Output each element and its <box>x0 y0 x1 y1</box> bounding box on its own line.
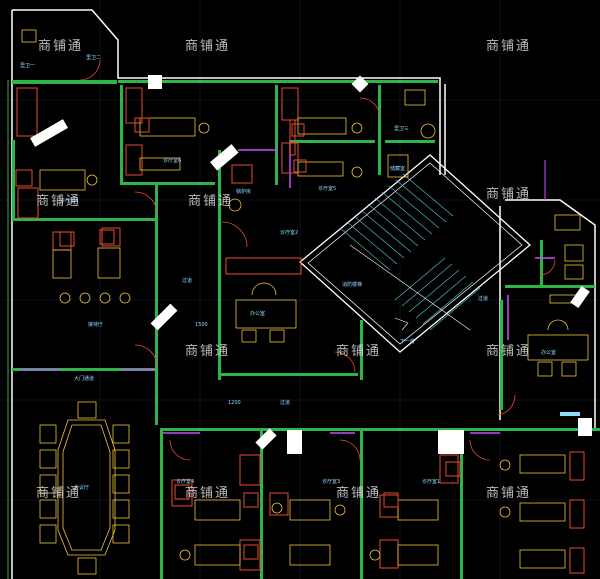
label-boiler: 锅炉房 <box>236 188 251 195</box>
label-treatment-5: 诊疗室5 <box>318 185 336 192</box>
label-treatment-4: 诊疗室4 <box>176 478 194 485</box>
watermark: 商铺通 <box>36 486 81 501</box>
label-treatment-a: 诊疗室A <box>60 197 79 204</box>
watermark: 商铺通 <box>486 39 531 54</box>
watermark: 商铺通 <box>185 39 230 54</box>
openings <box>30 75 592 454</box>
label-stair: 消防楼梯 <box>342 281 362 288</box>
outer-walls <box>7 9 596 579</box>
label-treatment-6: 诊疗室6 <box>163 157 181 164</box>
label-wc-3: 里卫三 <box>394 126 409 132</box>
wall-bands <box>12 80 600 579</box>
watermark: 商铺通 <box>185 486 230 501</box>
watermark: 商铺通 <box>188 194 233 209</box>
label-meeting: 会议厅 <box>74 484 89 491</box>
staircase <box>299 154 531 353</box>
label-office-right: 办公室 <box>541 349 556 356</box>
label-lounge-1: 里卫一 <box>20 63 35 69</box>
furniture <box>21 29 589 575</box>
label-treatment-3: 诊疗室3 <box>322 478 340 485</box>
label-door: 大门通道 <box>74 375 94 382</box>
label-office-center: 办公室 <box>250 310 265 317</box>
label-wc-2: 里卫二 <box>86 55 101 61</box>
label-corridor-mid: 过道 <box>280 399 290 406</box>
label-corridor-left: 过道 <box>182 277 192 284</box>
watermark: 商铺通 <box>36 194 81 209</box>
watermark: 商铺通 <box>38 39 83 54</box>
watermark: 商铺通 <box>486 486 531 501</box>
chairs <box>15 117 461 560</box>
label-treatment-1: 诊疗室1 <box>422 478 440 485</box>
watermark: 商铺通 <box>336 486 381 501</box>
watermark: 商铺通 <box>486 187 531 202</box>
watermark: 商铺通 <box>486 344 531 359</box>
label-corridor-right: 过道 <box>478 295 488 302</box>
label-storage: 储藏室 <box>390 165 405 172</box>
label-dim-1500: 1500 <box>195 322 208 328</box>
label-dim-1200: 1200 <box>228 400 241 406</box>
door-swings <box>79 59 556 461</box>
watermark: 商铺通 <box>185 344 230 359</box>
room-labels: 里卫一 里卫二 里卫三 诊疗室6 诊疗室5 诊疗室A 锅炉房 储藏室 诊疗室2 … <box>20 55 556 491</box>
label-down: 下一楼 <box>400 338 415 345</box>
watermarks: 商铺通 商铺通 商铺通 商铺通 商铺通 商铺通 商铺通 商铺通 商铺通 商铺通 … <box>36 39 531 501</box>
partitions <box>20 140 555 434</box>
watermark: 商铺通 <box>336 344 381 359</box>
label-treatment-2: 诊疗室2 <box>280 229 298 236</box>
label-reception: 接待厅 <box>88 321 103 328</box>
